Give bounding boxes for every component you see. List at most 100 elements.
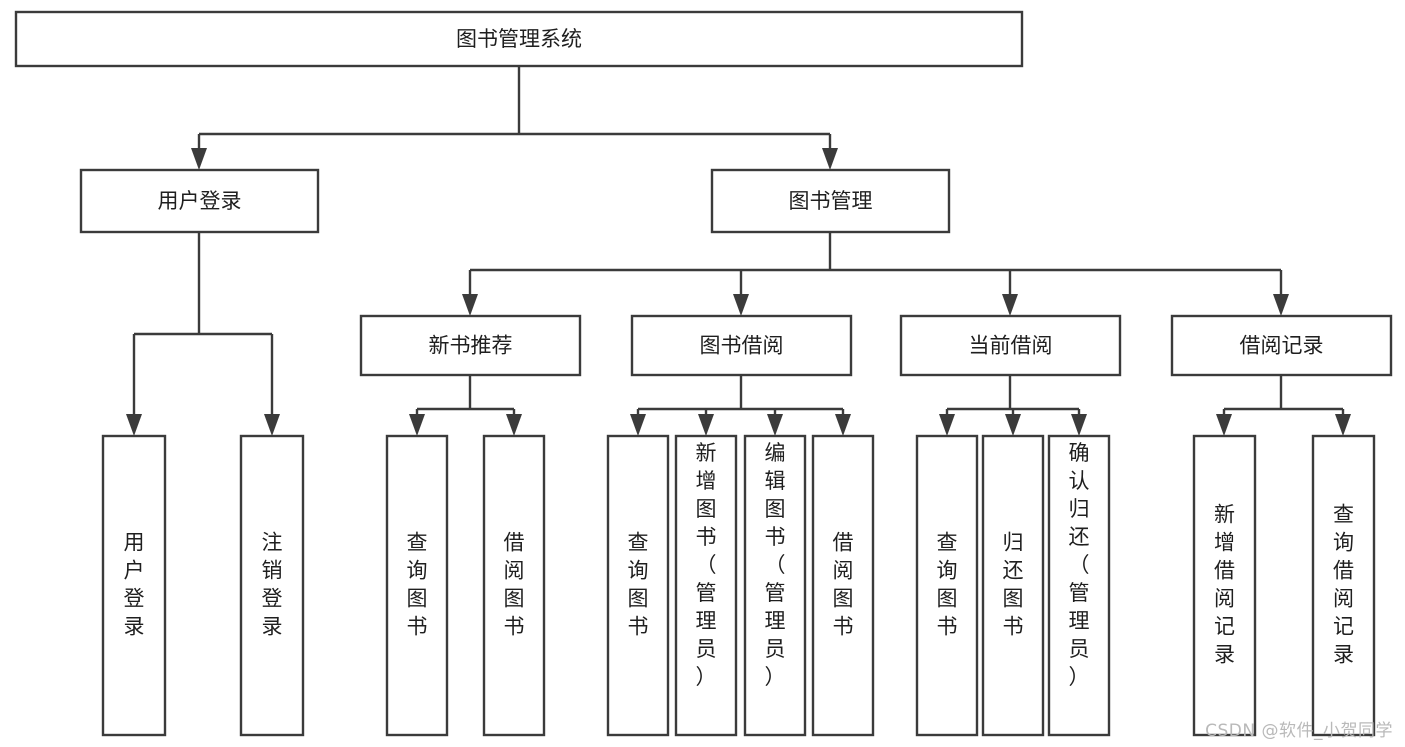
- label-char: 询: [1333, 531, 1354, 555]
- label-char: 书: [1003, 615, 1024, 639]
- arrow-head-icon: [126, 414, 142, 436]
- label-char: 图: [833, 587, 854, 611]
- label-char: 记: [1333, 615, 1354, 639]
- node-leaf-add-record[interactable]: [1192, 434, 1257, 737]
- node-root-book-management-system[interactable]: [14, 10, 1024, 68]
- label-char: 记: [1214, 615, 1235, 639]
- label-char: 图: [937, 587, 958, 611]
- label-char: 图: [765, 497, 786, 521]
- label-char: 图: [628, 587, 649, 611]
- node-book-borrow[interactable]: [630, 314, 853, 377]
- arrow-head-icon: [733, 294, 749, 316]
- arrow-head-icon: [506, 414, 522, 436]
- node-leaf-query-record[interactable]: [1311, 434, 1376, 737]
- label-char: 阅: [504, 559, 525, 583]
- label-char: 图: [1003, 587, 1024, 611]
- label-char: 销: [262, 559, 283, 583]
- label-char: 借: [833, 531, 854, 555]
- arrow-head-icon: [1273, 294, 1289, 316]
- arrow-head-icon: [939, 414, 955, 436]
- label-char: （: [1069, 553, 1090, 577]
- label-char: 确: [1069, 441, 1090, 465]
- label-char: 编: [765, 441, 786, 465]
- label-char: 书: [407, 615, 428, 639]
- label-char: 查: [1333, 503, 1354, 527]
- label-char: 归: [1003, 531, 1024, 555]
- label-char: 借: [1214, 559, 1235, 583]
- label-char: ）: [696, 665, 717, 689]
- arrow-head-icon: [1216, 414, 1232, 436]
- label-char: 录: [262, 615, 283, 639]
- node-borrow-record[interactable]: [1170, 314, 1393, 377]
- label-char: 阅: [1214, 587, 1235, 611]
- arrow-head-icon: [1002, 294, 1018, 316]
- node-current-borrow[interactable]: [899, 314, 1122, 377]
- nodes-layer: 图书管理系统用户登录图书管理新书推荐图书借阅当前借阅借阅记录用户登录注销登录查询…: [14, 10, 1393, 737]
- arrow-head-icon: [409, 414, 425, 436]
- label-char: 辑: [765, 469, 786, 493]
- label-char: 用: [124, 531, 145, 555]
- node-root-label: 图书管理系统: [456, 27, 582, 51]
- connectors-layer: [126, 66, 1351, 436]
- label-char: 图: [504, 587, 525, 611]
- label-char: 还: [1069, 525, 1090, 549]
- label-char: 注: [262, 531, 283, 555]
- node-leaf-return-book[interactable]: [981, 434, 1045, 737]
- arrow-head-icon: [462, 294, 478, 316]
- node-leaf-borrow-book-1[interactable]: [482, 434, 546, 737]
- node-borrow-record-label: 借阅记录: [1240, 334, 1324, 358]
- label-char: 书: [628, 615, 649, 639]
- node-leaf-confirm-return[interactable]: [1047, 434, 1111, 737]
- label-char: 阅: [833, 559, 854, 583]
- label-char: （: [696, 553, 717, 577]
- arrow-head-icon: [835, 414, 851, 436]
- label-char: 查: [628, 531, 649, 555]
- node-leaf-edit-book[interactable]: [743, 434, 807, 737]
- label-char: 书: [765, 525, 786, 549]
- label-char: 询: [937, 559, 958, 583]
- node-current-borrow-label: 当前借阅: [969, 334, 1053, 358]
- label-char: 书: [696, 525, 717, 549]
- arrow-head-icon: [1071, 414, 1087, 436]
- label-char: 员: [696, 637, 717, 661]
- node-leaf-user-login[interactable]: [101, 434, 167, 737]
- label-char: （: [765, 553, 786, 577]
- label-char: 理: [765, 609, 786, 633]
- label-char: 查: [937, 531, 958, 555]
- node-user-login-label: 用户登录: [158, 189, 242, 213]
- node-leaf-borrow-book-2[interactable]: [811, 434, 875, 737]
- label-char: 管: [765, 581, 786, 605]
- arrow-head-icon: [630, 414, 646, 436]
- node-leaf-user-login-label: 用户登录: [124, 531, 145, 639]
- label-char: 录: [124, 615, 145, 639]
- node-leaf-user-logout[interactable]: [239, 434, 305, 737]
- label-char: 阅: [1333, 587, 1354, 611]
- arrow-head-icon: [1005, 414, 1021, 436]
- label-char: 新: [696, 441, 717, 465]
- node-leaf-query-book-2[interactable]: [606, 434, 670, 737]
- label-char: 员: [1069, 637, 1090, 661]
- arrow-head-icon: [1335, 414, 1351, 436]
- label-char: 登: [124, 587, 145, 611]
- node-book-manage[interactable]: [710, 168, 951, 234]
- label-char: 录: [1333, 643, 1354, 667]
- node-book-borrow-label: 图书借阅: [700, 334, 784, 358]
- label-char: 录: [1214, 643, 1235, 667]
- label-char: 图: [407, 587, 428, 611]
- node-leaf-query-book-3[interactable]: [915, 434, 979, 737]
- label-char: 询: [628, 559, 649, 583]
- node-leaf-add-book[interactable]: [674, 434, 738, 737]
- node-user-login[interactable]: [79, 168, 320, 234]
- node-book-manage-label: 图书管理: [789, 189, 873, 213]
- node-leaf-query-book-1[interactable]: [385, 434, 449, 737]
- node-new-book-recommend[interactable]: [359, 314, 582, 377]
